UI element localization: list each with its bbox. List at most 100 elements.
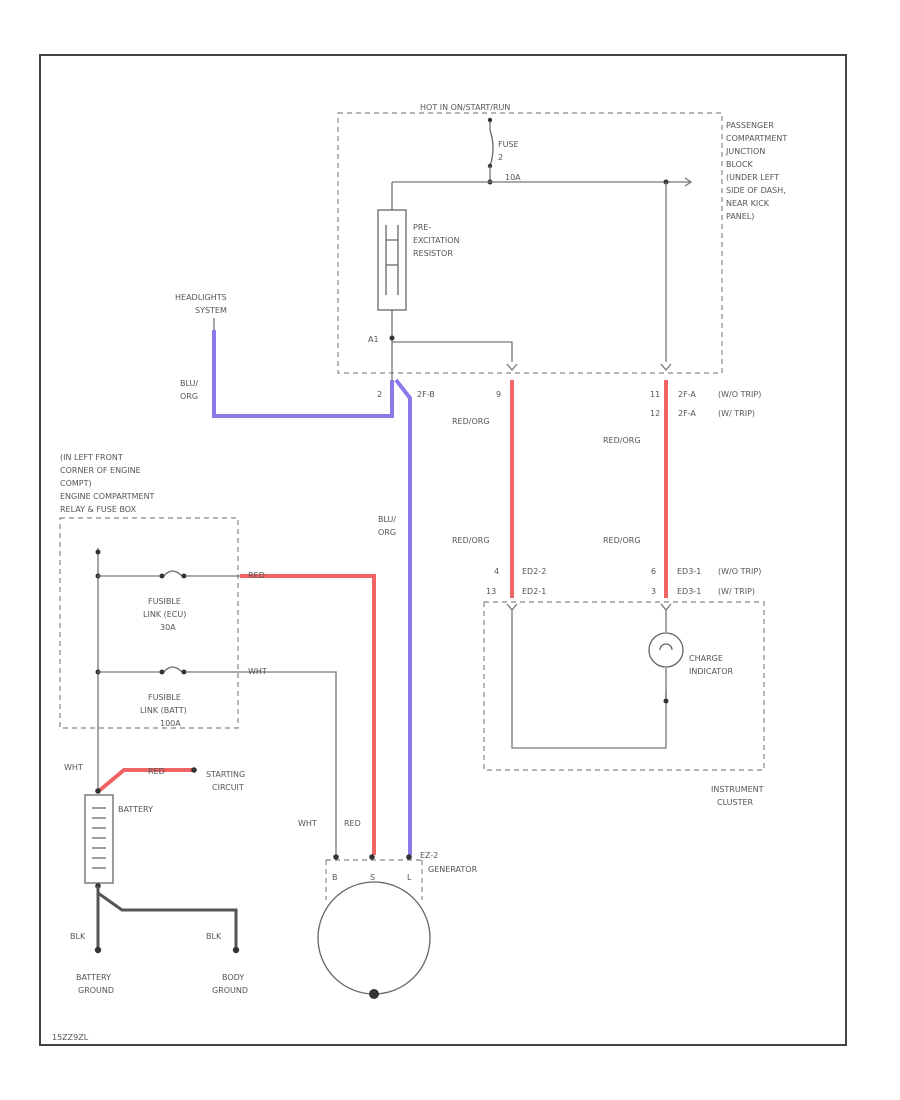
pin-11: 11	[650, 390, 660, 399]
engine-relay-fuse-box	[59, 517, 239, 729]
svg-text:BLOCK: BLOCK	[726, 160, 754, 169]
svg-text:ENGINE COMPARTMENT: ENGINE COMPARTMENT	[60, 492, 155, 501]
passenger-compartment-junction-block	[337, 112, 723, 374]
cluster-internal-wire	[511, 610, 667, 749]
svg-text:PANEL): PANEL)	[726, 212, 754, 221]
fusible-link-ecu: FUSIBLE LINK (ECU) 30A	[98, 570, 240, 632]
pin-2: 2	[377, 390, 382, 399]
wire-label-red-gen: RED	[344, 819, 361, 828]
battery-ground-label-1: BATTERY	[76, 973, 111, 982]
red-wire-starting-circuit	[98, 768, 192, 792]
headlights-label-1: HEADLIGHTS	[175, 293, 227, 302]
pin-3: 3	[651, 587, 656, 596]
battery-ground-label-2: GROUND	[78, 986, 114, 995]
wire-label-red-org-1: RED/ORG	[452, 417, 490, 426]
cluster-connector-left-icon	[506, 603, 518, 612]
generator-icon	[317, 854, 431, 999]
wire-label-red-fb: RED	[248, 571, 265, 580]
svg-text:FUSE: FUSE	[498, 140, 519, 149]
blu-org-wire-headlights	[212, 330, 394, 418]
trip-label-1: (W/O TRIP)	[718, 390, 761, 399]
pin-6: 6	[651, 567, 656, 576]
wire-label-blu-org-1: BLU/	[180, 379, 198, 388]
diagram-code: 15ZZ9ZL	[52, 1033, 89, 1042]
battery-icon	[84, 788, 114, 889]
generator-terminal-s: S	[370, 873, 375, 882]
charge-indicator-label-2: INDICATOR	[689, 667, 733, 676]
cluster-connector-right-icon	[660, 603, 672, 612]
svg-text:FUSIBLE: FUSIBLE	[148, 597, 181, 606]
svg-text:SIDE OF DASH,: SIDE OF DASH,	[726, 186, 786, 195]
pin-4: 4	[494, 567, 499, 576]
svg-text:NEAR KICK: NEAR KICK	[726, 199, 770, 208]
svg-text:2: 2	[498, 153, 503, 162]
svg-text:RELAY & FUSE BOX: RELAY & FUSE BOX	[60, 505, 137, 514]
svg-text:(IN LEFT FRONT: (IN LEFT FRONT	[60, 453, 123, 462]
pin-a1: A1	[368, 335, 379, 344]
trip-label-3: (W/O TRIP)	[718, 567, 761, 576]
generator-terminal-l: L	[407, 873, 412, 882]
svg-text:ORG: ORG	[378, 528, 396, 537]
wire-label-blu-org-2: BLU/	[378, 515, 396, 524]
svg-text:PASSENGER: PASSENGER	[726, 121, 774, 130]
trip-label-2: (W/ TRIP)	[718, 409, 755, 418]
connector-2f-a-1: 2F-A	[678, 390, 696, 399]
wire-label-red-org-3: RED/ORG	[452, 536, 490, 545]
generator-connector: EZ-2	[420, 851, 438, 860]
svg-text:EXCITATION: EXCITATION	[413, 236, 460, 245]
connector-9-icon	[506, 363, 518, 372]
instrument-cluster-label-2: CLUSTER	[717, 798, 754, 807]
svg-text:ORG: ORG	[180, 392, 198, 401]
wire-label-red-org-4: RED/ORG	[603, 536, 641, 545]
pre-excitation-resistor: PRE- EXCITATION RESISTOR	[377, 209, 460, 311]
connector-ed3-1-b: ED3-1	[677, 587, 701, 596]
svg-text:JUNCTION: JUNCTION	[725, 147, 765, 156]
generator-terminal-b: B	[332, 873, 338, 882]
body-ground-label-2: GROUND	[212, 986, 248, 995]
wire-label-blk-2: BLK	[206, 932, 222, 941]
wht-wire-generator-b	[240, 671, 337, 855]
connector-2f-b: 2F-B	[417, 390, 435, 399]
pin-13: 13	[486, 587, 496, 596]
starting-circuit-label-1: STARTING	[206, 770, 245, 779]
hot-in-label: HOT IN ON/START/RUN	[420, 103, 510, 112]
connector-2f-a-2: 2F-A	[678, 409, 696, 418]
bus-arrow-icon	[684, 177, 693, 187]
svg-text:LINK (ECU): LINK (ECU)	[143, 610, 186, 619]
wire-label-wht-batt: WHT	[64, 763, 83, 772]
red-wire-generator-s	[240, 574, 376, 855]
svg-text:100A: 100A	[160, 719, 181, 728]
connector-ed2-1: ED2-1	[522, 587, 546, 596]
connector-11-icon	[660, 363, 672, 372]
svg-text:(UNDER LEFT: (UNDER LEFT	[726, 173, 779, 182]
battery-ground-icon	[94, 946, 102, 954]
blu-org-wire-generator	[394, 378, 412, 855]
svg-text:10A: 10A	[505, 173, 521, 182]
svg-text:LINK (BATT): LINK (BATT)	[140, 706, 187, 715]
svg-text:CORNER OF ENGINE: CORNER OF ENGINE	[60, 466, 141, 475]
starting-circuit-label-2: CIRCUIT	[212, 783, 244, 792]
svg-text:PRE-: PRE-	[413, 223, 431, 232]
body-ground-label-1: BODY	[222, 973, 244, 982]
fuse-10a: FUSE 2 10A	[487, 117, 521, 185]
connector-ed2-2: ED2-2	[522, 567, 546, 576]
connector-ed3-1-a: ED3-1	[677, 567, 701, 576]
pin-12: 12	[650, 409, 660, 418]
battery-label: BATTERY	[118, 805, 153, 814]
svg-text:30A: 30A	[160, 623, 176, 632]
charge-indicator-label-1: CHARGE	[689, 654, 723, 663]
charge-indicator-lamp-icon	[648, 632, 684, 704]
fusible-link-batt: FUSIBLE LINK (BATT) 100A	[98, 666, 240, 728]
svg-text:COMPT): COMPT)	[60, 479, 92, 488]
junction-block-label: PASSENGER COMPARTMENT JUNCTION BLOCK (UN…	[725, 121, 787, 221]
wire-label-wht-fb: WHT	[248, 667, 267, 676]
trip-label-4: (W/ TRIP)	[718, 587, 755, 596]
wire-label-blk-1: BLK	[70, 932, 86, 941]
body-ground-icon	[232, 946, 240, 954]
headlights-label-2: SYSTEM	[195, 306, 227, 315]
pin-9: 9	[496, 390, 501, 399]
svg-text:FUSIBLE: FUSIBLE	[148, 693, 181, 702]
svg-text:COMPARTMENT: COMPARTMENT	[726, 134, 787, 143]
generator-label: GENERATOR	[428, 865, 478, 874]
